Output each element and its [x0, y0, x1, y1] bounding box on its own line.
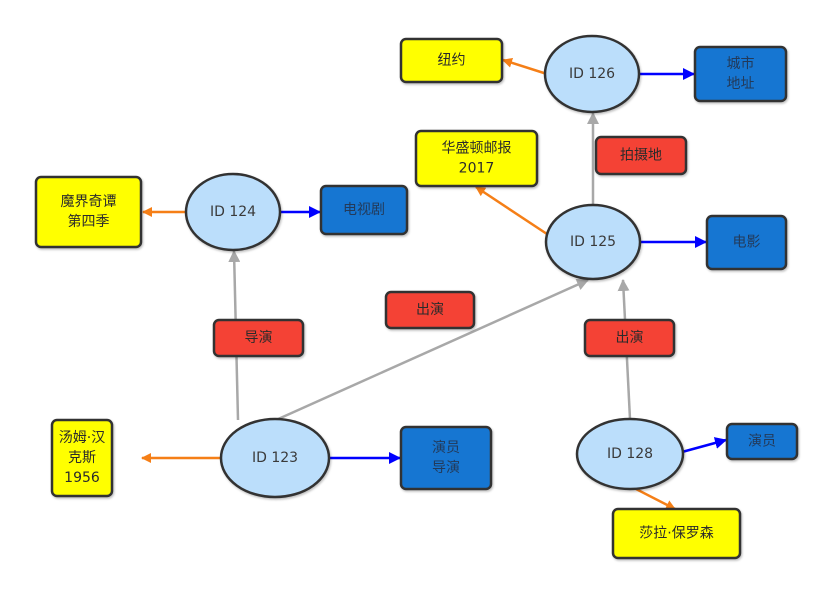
- edge-attribute-e126-to-a126: [502, 57, 548, 76]
- relation-label-r_actin1[interactable]: 出演: [384, 290, 476, 330]
- attribute-box-a126-line: 纽约: [438, 53, 466, 69]
- attribute-box-a126[interactable]: 纽约: [399, 37, 504, 84]
- entity-label: ID 124: [210, 204, 256, 220]
- entity-node-e124[interactable]: ID 124: [184, 172, 282, 252]
- entity-node-e123[interactable]: ID 123: [219, 417, 331, 499]
- type-box-t124-shape: [319, 184, 409, 236]
- edge-attribute-e125-to-a125: [475, 185, 551, 238]
- relation-label-r_actin2[interactable]: 出演: [583, 318, 676, 358]
- attribute-box-a125-shape: [414, 129, 539, 188]
- relation-label-r_actin2-shape: [583, 318, 676, 358]
- attribute-box-a124-shape: [34, 175, 143, 249]
- attribute-box-a123-line: 1956: [64, 470, 100, 486]
- attribute-box-a123-line: 汤姆·汉: [59, 430, 105, 446]
- edge-attribute-e128-to-a128: [633, 486, 676, 511]
- relation-label-r_direct-label: 导演: [245, 330, 273, 346]
- edge-relation-e123-to-e125: [275, 278, 589, 422]
- attribute-box-a124-line: 魔界奇谭: [61, 193, 117, 210]
- attribute-box-a128-line: 莎拉·保罗森: [639, 526, 713, 542]
- entity-node-e125[interactable]: ID 125: [544, 203, 642, 281]
- edge-type-e128-to-t128: [681, 437, 727, 454]
- entity-ellipse: [184, 172, 282, 252]
- attribute-box-a125-line: 华盛顿邮报: [442, 141, 512, 157]
- type-box-t123-line: 演员: [432, 440, 460, 456]
- relation-label-r_direct-shape: [212, 318, 305, 358]
- type-box-t123-line: 导演: [432, 460, 460, 476]
- type-box-t128[interactable]: 演员: [725, 422, 799, 461]
- attribute-box-a123-shape: [50, 418, 114, 498]
- entity-ellipse: [575, 417, 685, 491]
- attribute-box-a125-line: 2017: [459, 161, 495, 177]
- type-box-t124[interactable]: 电视剧: [319, 184, 409, 236]
- attribute-box-a123[interactable]: 汤姆·汉克斯 1956: [50, 418, 114, 498]
- entity-ellipse: [543, 34, 641, 114]
- type-box-t128-line: 演员: [748, 434, 776, 450]
- type-box-t126-line: 城市: [727, 55, 755, 72]
- type-box-t125-line: 电影: [733, 235, 761, 251]
- type-box-t126-shape: [693, 45, 788, 103]
- type-box-t125-shape: [705, 214, 788, 271]
- entity-node-e128[interactable]: ID 128: [575, 417, 685, 491]
- attribute-box-a128[interactable]: 莎拉·保罗森: [611, 507, 742, 560]
- attribute-box-a123-line: 克斯: [68, 450, 96, 466]
- attribute-box-a126-shape: [399, 37, 504, 84]
- entity-node-e126[interactable]: ID 126: [543, 34, 641, 114]
- entity-label: ID 125: [570, 234, 616, 250]
- relation-label-r_actin1-shape: [384, 290, 476, 330]
- entity-label: ID 128: [607, 446, 653, 462]
- attribute-box-a125[interactable]: 华盛顿邮报 2017: [414, 129, 539, 188]
- entity-ellipse: [544, 203, 642, 281]
- type-box-t125[interactable]: 电影: [705, 214, 788, 271]
- relation-label-r_actin1-label: 出演: [416, 302, 444, 318]
- relation-label-r_actin2-label: 出演: [616, 330, 644, 346]
- relation-label-r_location-shape: [594, 135, 688, 176]
- type-box-t126-line: 地址: [727, 76, 755, 92]
- attribute-box-a128-shape: [611, 507, 742, 560]
- relation-label-r_location[interactable]: 拍摄地: [594, 135, 688, 176]
- attribute-box-a124-line: 第四季: [68, 213, 110, 230]
- entity-label: ID 123: [252, 450, 298, 466]
- type-box-t123-shape: [399, 425, 493, 491]
- relation-label-r_direct[interactable]: 导演: [212, 318, 305, 358]
- type-box-t128-shape: [725, 422, 799, 461]
- relation-label-r_location-label: 拍摄地: [620, 148, 662, 164]
- type-box-t124-line: 电视剧: [343, 202, 385, 218]
- entity-ellipse: [219, 417, 331, 499]
- entity-label: ID 126: [569, 66, 615, 82]
